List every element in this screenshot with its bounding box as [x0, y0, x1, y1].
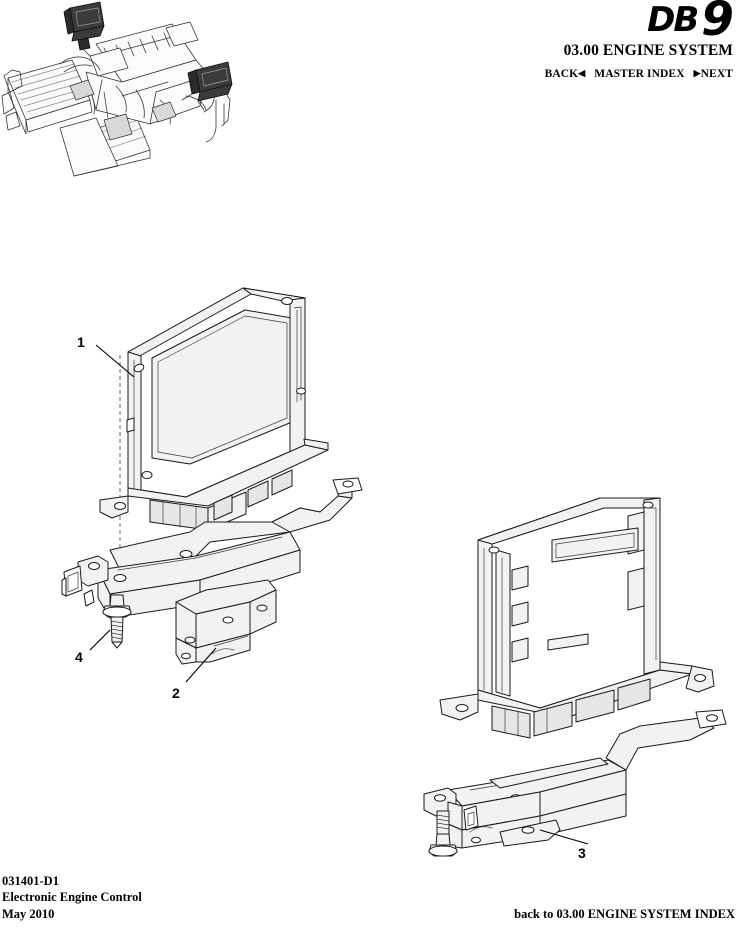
callout-1-number: 1	[77, 334, 85, 350]
footer-document-number: 031401-D1	[2, 873, 59, 888]
engine-locator-thumbnail	[0, 0, 250, 178]
brand-nine-text: 9	[701, 0, 734, 47]
db9-brand-logo: DB9	[433, 0, 734, 43]
part-4-retaining-bolt	[102, 594, 132, 649]
callout-3-number: 3	[578, 845, 586, 861]
callout-4-leader-line	[89, 629, 111, 651]
part-1-electronic-engine-control-module	[99, 287, 329, 531]
thumbnail-ecu-module-top	[63, 1, 105, 57]
next-link[interactable]: NEXT	[700, 68, 733, 80]
part-3-mounting-bracket-right	[423, 709, 727, 849]
next-arrow-icon[interactable]: ▶	[693, 68, 701, 78]
footer-document-info: 031401-D1 Electronic Engine Control May …	[2, 873, 142, 923]
callout-4-number: 4	[75, 649, 83, 665]
callout-2-leader-line	[185, 647, 217, 683]
thumbnail-ecu-module-right	[181, 61, 233, 111]
callout-3-leader-line	[539, 829, 589, 845]
exploded-parts-diagram: 1	[0, 250, 737, 880]
navigation-bar: BACK◀ MASTER INDEX ▶NEXT	[433, 67, 733, 81]
back-arrow-icon[interactable]: ◀	[578, 68, 586, 78]
master-index-link[interactable]: MASTER INDEX	[594, 68, 685, 80]
footer-index-link[interactable]: back to 03.00 ENGINE SYSTEM INDEX	[514, 906, 735, 921]
footer-document-date: May 2010	[2, 906, 55, 921]
part-2-mounting-bracket	[61, 477, 363, 665]
back-link[interactable]: BACK	[544, 68, 579, 80]
footer-document-title: Electronic Engine Control	[2, 890, 142, 904]
page-title: 03.00 ENGINE SYSTEM	[563, 42, 733, 59]
callout-2-number: 2	[172, 685, 180, 701]
brand-db-text: DB	[647, 0, 699, 40]
page-header: DB9 03.00 ENGINE SYSTEM BACK◀ MASTER INDE…	[433, 0, 737, 81]
electronic-engine-control-module-right	[439, 497, 715, 739]
callout-1-leader-line	[95, 344, 135, 378]
retaining-bolt-right	[428, 810, 458, 857]
